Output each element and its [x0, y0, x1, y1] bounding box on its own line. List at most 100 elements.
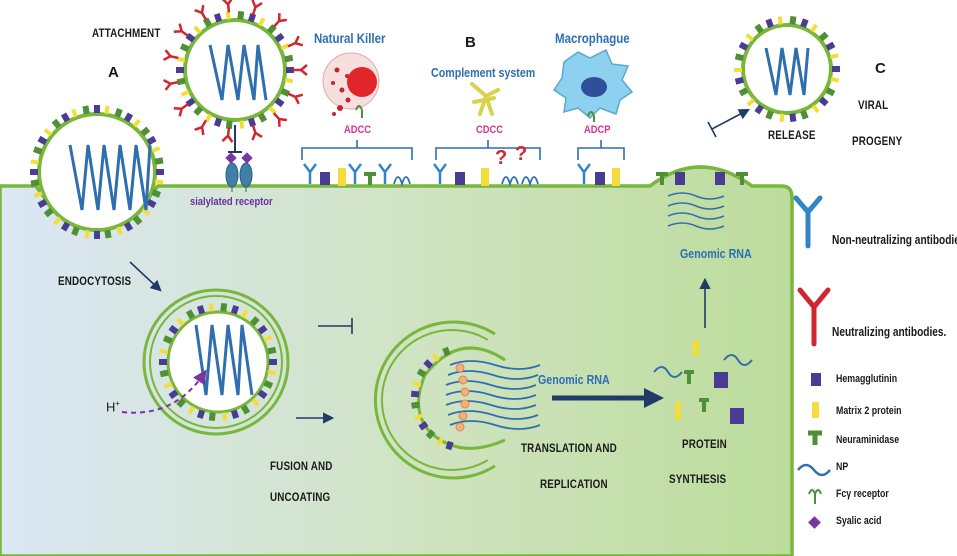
virion-surface-protein: [84, 229, 90, 239]
antibody-icon: [162, 49, 179, 62]
virion-surface-protein: [416, 368, 427, 378]
natural-killer-cell: [322, 52, 380, 118]
virion-surface-protein: [94, 231, 100, 239]
virion-surface-protein: [123, 221, 134, 232]
matrix2-icon: [612, 168, 620, 186]
label-a: A: [108, 64, 119, 81]
proton-arrow: [121, 369, 207, 414]
virion-surface-protein: [268, 105, 277, 115]
label-attachment: ATTACHMENT: [92, 26, 161, 40]
virion-surface-protein: [193, 105, 204, 116]
arrow-endocytosis: [129, 261, 162, 292]
virion-surface-protein: [60, 221, 71, 232]
label-c: C: [875, 60, 886, 77]
virion-surface-protein: [185, 309, 196, 320]
virion-surface-protein: [240, 309, 249, 319]
virion-surface-protein: [230, 304, 240, 315]
label-adcc: ADCC: [344, 124, 372, 136]
virion-surface-protein: [445, 440, 454, 451]
antibody-icon: [272, 112, 288, 127]
label-progeny: PROGENY: [852, 134, 903, 148]
label-protein: PROTEIN: [682, 437, 727, 451]
legend-item-fcy: Fcγ receptor: [836, 488, 889, 500]
virion-surface-protein: [810, 23, 818, 33]
virion-surface-protein: [196, 304, 206, 315]
np-icon: [501, 176, 519, 188]
non-neutralizing-antibody-icon: [378, 163, 392, 184]
sialylated-receptors: [225, 152, 253, 192]
virion-surface-protein: [825, 41, 836, 51]
virion-surface-protein: [745, 33, 754, 42]
virion-surface-protein: [33, 146, 43, 155]
antibody-icon: [221, 127, 234, 143]
surface-proteins: [303, 163, 748, 188]
virion-surface-protein: [257, 389, 268, 400]
virion-surface-protein: [154, 179, 164, 185]
virion-surface-protein: [159, 369, 169, 378]
virion-surface-protein: [37, 198, 48, 209]
virion-surface-protein: [146, 198, 157, 209]
legend-item-np: NP: [836, 461, 849, 473]
antibody-icon: [173, 23, 189, 37]
virion-surface-protein: [159, 359, 167, 365]
bracket-cdcc: [435, 140, 541, 160]
virion-surface-protein: [754, 104, 764, 115]
virion-surface-protein: [230, 409, 240, 420]
virion-surface-protein: [51, 118, 62, 129]
matrix2-icon: [812, 402, 819, 418]
hemagglutinin-icon: [595, 172, 605, 185]
virion-surface-protein: [132, 118, 141, 128]
virion-surface-protein: [412, 381, 422, 388]
virion-surface-protein: [140, 126, 151, 137]
legend-non-neutralizing-label: Non-neutralizing antibodies.: [832, 232, 957, 247]
np-icon: [521, 176, 539, 188]
budding-rna: [667, 192, 725, 230]
virion-surface-protein: [240, 404, 251, 415]
virion-surface-protein: [284, 77, 294, 84]
uncoating-vesicle: [373, 320, 541, 480]
virion-surface-protein: [789, 16, 797, 25]
label-viral: VIRAL: [858, 98, 889, 112]
virion-surface-protein: [257, 112, 268, 123]
virion-surface-protein: [257, 324, 268, 335]
virion-surface-protein: [284, 54, 294, 63]
label-release: RELEASE: [768, 128, 816, 142]
label-replication: REPLICATION: [540, 477, 608, 491]
virion-surface-protein: [204, 113, 213, 123]
label-adcp: ADCP: [584, 124, 611, 136]
virion-surface-protein: [176, 77, 186, 86]
virion-surface-protein: [263, 380, 274, 389]
legend-item-hemagglutinin: Hemagglutinin: [836, 373, 898, 385]
virion-surface-protein: [777, 16, 783, 25]
virion-surface-protein: [251, 397, 260, 407]
virion-surface-protein: [71, 226, 80, 236]
hemagglutinin-icon: [675, 172, 685, 185]
label-genomic-rna-top: Genomic RNA: [680, 246, 752, 261]
label-hplus: H+: [106, 399, 120, 414]
antibody-icon: [162, 78, 179, 91]
virion-surface-protein: [249, 316, 260, 327]
label-complement-system: Complement system: [431, 65, 536, 80]
virion-surface-protein: [237, 11, 245, 20]
virion-surface-protein: [156, 169, 164, 175]
hemagglutinin-icon: [320, 172, 330, 185]
neuraminidase-icon: [656, 172, 668, 185]
antibody-icon: [251, 124, 263, 141]
virion-surface-protein: [193, 25, 202, 35]
virion-surface-protein: [411, 401, 420, 409]
protein-synthesis-cluster: [653, 340, 753, 424]
virion-surface-protein: [269, 359, 277, 365]
sialic-acid-icon: [808, 516, 821, 529]
virion-surface-protein: [132, 215, 143, 226]
antibody-icon: [272, 13, 288, 28]
virion-surface-protein: [151, 189, 161, 198]
antibody-icon: [194, 119, 208, 136]
virion-surface-protein: [779, 113, 785, 122]
virion-surface-protein: [425, 429, 436, 440]
antibody-icon: [221, 0, 234, 13]
virion-surface-protein: [280, 43, 290, 51]
virion-surface-protein: [159, 348, 169, 355]
np-icon: [393, 176, 411, 188]
virion-surface-protein: [225, 11, 231, 20]
